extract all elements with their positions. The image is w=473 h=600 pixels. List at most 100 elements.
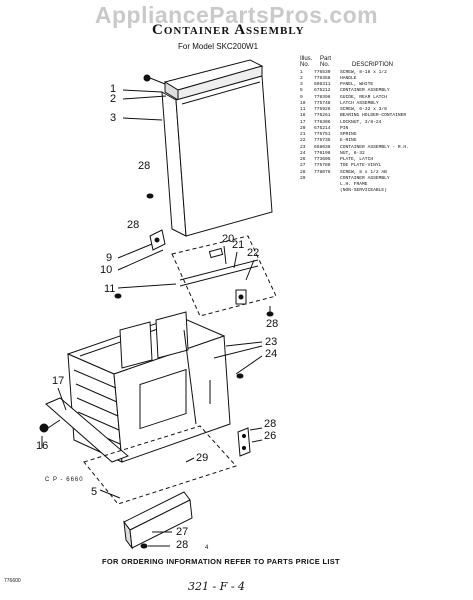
latch-rod-drawing	[117, 245, 259, 305]
watermark: AppliancePartsPros.com	[94, 2, 379, 28]
parts-description: HANDLE	[340, 75, 357, 81]
parts-description: L.H. FRAME	[340, 182, 368, 187]
parts-part-no: 778396	[314, 94, 331, 100]
cp-code: C P - 6660	[45, 477, 84, 483]
left-code: 776600	[4, 578, 21, 584]
screw-drawing-1	[143, 74, 166, 85]
parts-part-no: 778076	[314, 169, 331, 175]
parts-illus-no: 16	[300, 113, 306, 119]
callout-5: 5	[91, 486, 98, 498]
base-bracket-drawing	[39, 387, 129, 463]
parts-illus-no: 3	[300, 82, 303, 87]
parts-description: LOCKNUT, 3/8-24	[340, 119, 382, 125]
header-illus: Illus.	[300, 56, 313, 62]
parts-part-no: 776306	[314, 119, 331, 125]
model-subtitle: For Model SKC200W1	[178, 42, 259, 51]
header-description: DESCRIPTION	[352, 62, 394, 69]
callout-16: 16	[36, 440, 49, 452]
parts-illus-no: 27	[300, 163, 306, 169]
parts-part-no: 775735	[314, 138, 331, 144]
callout-20: 20	[222, 233, 235, 245]
callout-29: 29	[196, 452, 209, 464]
callout-28-latch: 28	[266, 318, 279, 330]
callout-23: 23	[265, 336, 278, 348]
parts-illus-no: 28	[300, 169, 306, 175]
parts-illus-no: 10	[300, 100, 306, 106]
parts-description: NUT, 6-32	[340, 150, 365, 156]
callout-27: 27	[176, 526, 189, 538]
parts-illus-no: 5	[300, 88, 303, 94]
callout-28-toe: 28	[176, 539, 189, 551]
screw-drawing-28c	[266, 306, 274, 317]
parts-description: CONTAINER ASSEMBLY	[340, 175, 390, 181]
header-part: Part	[320, 56, 332, 62]
callout-2: 2	[110, 93, 117, 105]
parts-illus-no: 1	[300, 69, 303, 75]
latch-guide-drawing	[117, 229, 166, 271]
callout-22: 22	[247, 247, 260, 259]
callout-26: 26	[264, 430, 277, 442]
parts-row: L.H. FRAME	[300, 182, 470, 188]
parts-part-no: 778358	[314, 75, 331, 81]
parts-part-no: 658036	[314, 144, 331, 150]
callout-28-panel: 28	[138, 160, 151, 172]
panel-drawing	[161, 59, 273, 237]
parts-part-no: 775748	[314, 100, 331, 106]
parts-illus-no: 24	[300, 150, 306, 156]
callout-28-plate: 28	[264, 418, 277, 430]
parts-part-no: 776261	[314, 113, 331, 119]
parts-row: 24 776198 NUT, 6-32	[300, 151, 470, 157]
callout-24: 24	[265, 348, 278, 360]
parts-row: 23 658036 CONTAINER ASSEMBLY - R.H.	[300, 145, 470, 151]
parts-illus-no: 26	[300, 157, 306, 162]
parts-description: SCREW, 6-32 x 3/8	[340, 107, 387, 112]
ordering-footer: FOR ORDERING INFORMATION REFER TO PARTS …	[102, 557, 340, 566]
screw-drawing-28a	[146, 193, 154, 199]
callout-11: 11	[104, 283, 116, 295]
parts-rows: 1 776530 SCREW, 8-18 x 1/2 2 778358 HANDLE 3 60…	[300, 70, 470, 195]
container-outline-drawing	[83, 425, 237, 505]
handwritten-note: 321 - F - 4	[188, 580, 246, 593]
callout-21: 21	[232, 239, 245, 251]
parts-description: SPRING	[340, 132, 357, 137]
callout-9: 9	[106, 252, 113, 264]
parts-part-no: 775926	[314, 107, 331, 112]
parts-illus-no: 21	[300, 132, 306, 137]
parts-illus-no: 23	[300, 144, 306, 150]
parts-description: GUIDE, REAR LATCH	[340, 94, 387, 100]
page-number: 4	[205, 545, 209, 551]
parts-illus-no: 22	[300, 138, 306, 144]
parts-description: CONTAINER ASSEMBLY - R.H.	[340, 144, 409, 150]
parts-description: PLATE, LATCH	[340, 157, 374, 162]
callout-17: 17	[52, 375, 65, 387]
parts-description: LATCH ASSEMBLY	[340, 100, 379, 106]
toe-plate-drawing	[123, 491, 193, 550]
parts-part-no: 775751	[314, 132, 331, 137]
parts-description: SCREW, 8-18 x 1/2	[340, 69, 387, 75]
parts-part-no: 608311	[314, 82, 331, 87]
parts-illus-no: 11	[300, 107, 306, 112]
parts-row: 11 775926 SCREW, 6-32 x 3/8	[300, 107, 470, 113]
parts-illus-no: 2	[300, 75, 303, 81]
callout-3: 3	[110, 112, 117, 124]
parts-row: 2 778358 HANDLE	[300, 76, 470, 82]
parts-row: 1 776530 SCREW, 8-18 x 1/2	[300, 70, 470, 76]
latch-plate-drawing	[237, 427, 263, 457]
parts-part-no: 776198	[314, 150, 331, 156]
parts-part-no: 776530	[314, 69, 331, 75]
parts-part-no: 675212	[314, 88, 331, 94]
callout-10: 10	[100, 264, 113, 276]
parts-illus-no: 17	[300, 119, 306, 125]
parts-row: 10 775748 LATCH ASSEMBLY	[300, 101, 470, 107]
